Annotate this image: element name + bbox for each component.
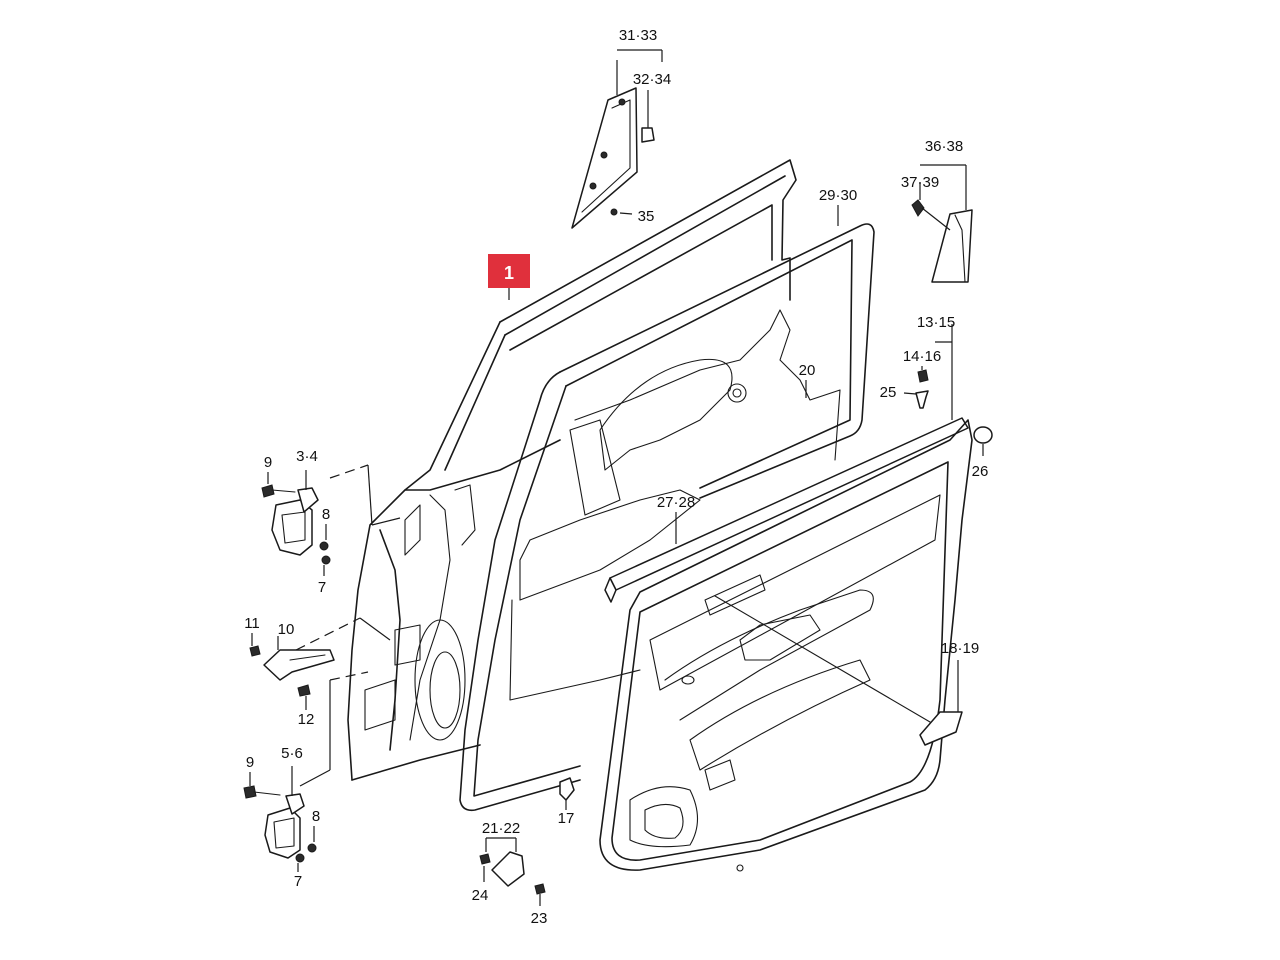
handle-garnish-part <box>919 660 963 746</box>
callout-8-lower: 8 <box>312 808 320 825</box>
callout-25: 25 <box>880 384 897 401</box>
svg-text:1: 1 <box>504 263 514 283</box>
callout-8-upper: 8 <box>322 506 330 523</box>
callout-26: 26 <box>972 463 989 480</box>
callout-9-upper: 9 <box>264 454 272 471</box>
part-26-cap <box>973 426 993 456</box>
callout-18-19: 18·19 <box>941 640 979 657</box>
corner-garnish-part <box>911 164 973 283</box>
callout-13-15: 13·15 <box>917 314 955 331</box>
callout-36-38: 36·38 <box>925 138 963 155</box>
lower-hinge-part <box>243 671 369 872</box>
callout-23: 23 <box>531 910 548 927</box>
upper-hinge-part <box>261 464 401 576</box>
callout-32-34: 32·34 <box>633 71 671 88</box>
weatherstrip-part <box>459 205 875 812</box>
callout-24: 24 <box>472 887 489 904</box>
part-17-clip <box>559 777 575 810</box>
trim-clips <box>903 366 929 409</box>
callout-37-39: 37·39 <box>901 174 939 191</box>
callout-5-6: 5·6 <box>281 745 303 762</box>
callout-27-28: 27·28 <box>657 494 695 511</box>
callout-11: 11 <box>244 615 260 632</box>
callout-9-lower: 9 <box>246 754 254 771</box>
callout-31-33: 31·33 <box>619 27 657 44</box>
callout-10: 10 <box>278 621 295 638</box>
callout-7-lower: 7 <box>294 873 302 890</box>
callout-14-16: 14·16 <box>903 348 941 365</box>
callout-17: 17 <box>558 810 575 827</box>
callout-7-upper: 7 <box>318 579 326 596</box>
callout-3-4: 3·4 <box>296 448 318 465</box>
callout-labels: 31·33 32·34 35 29·30 36·38 37·39 13·15 1… <box>244 27 988 927</box>
inner-panel-part <box>509 309 841 701</box>
striker-part <box>479 837 546 906</box>
callout-20: 20 <box>799 362 816 379</box>
door-shell-part <box>347 159 797 781</box>
door-check-part <box>249 617 391 710</box>
callout-29-30: 29·30 <box>819 187 857 204</box>
sash-garnish-part <box>571 49 663 229</box>
callout-12: 12 <box>298 711 315 728</box>
callout-35: 35 <box>638 208 655 225</box>
part-1-highlight[interactable]: 1 <box>488 254 530 300</box>
callout-21-22: 21·22 <box>482 820 520 837</box>
door-trim-panel-part <box>599 341 973 872</box>
belt-moulding-part <box>604 417 969 603</box>
